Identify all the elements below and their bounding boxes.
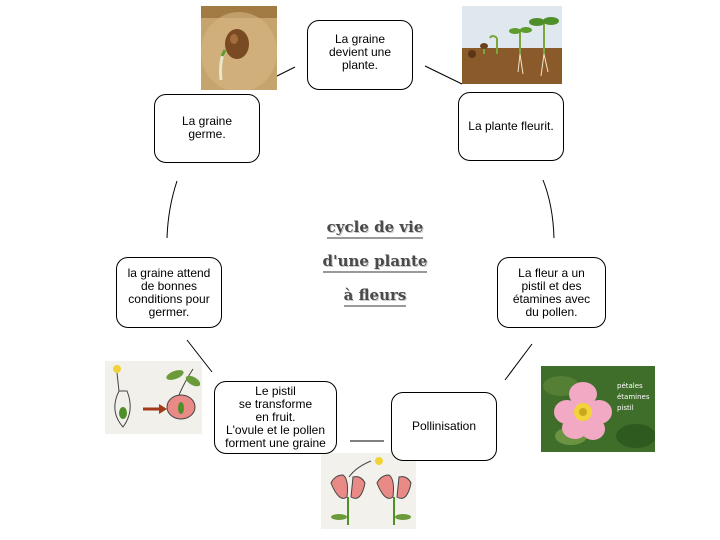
node-seed-waits: la graine attend de bonnes conditions po… — [116, 257, 222, 328]
connector-germ-to-plant — [277, 67, 295, 76]
label-pistil: pistil — [617, 404, 634, 412]
node-pistil-fruit: Le pistil se transforme en fruit. L'ovul… — [214, 381, 337, 454]
node-flower-parts: La fleur a un pistil et des étamines ave… — [497, 257, 606, 328]
node-seed-germinates-text: La graine germe. — [182, 115, 232, 141]
node-seed-becomes-plant: La graine devient une plante. — [307, 20, 413, 90]
connector-flower-to-pollination — [505, 344, 532, 380]
node-pistil-fruit-text: Le pistil se transforme en fruit. L'ovul… — [225, 385, 326, 450]
seed-drawing-image — [105, 361, 202, 434]
node-plant-flowers: La plante fleurit. — [458, 92, 564, 161]
connector-flowering-to-flower — [543, 180, 554, 238]
node-seed-germinates: La graine germe. — [154, 94, 260, 163]
node-flower-parts-text: La fleur a un pistil et des étamines ave… — [513, 267, 590, 319]
node-seed-becomes-plant-text: La graine devient une plante. — [329, 33, 391, 72]
label-petales: pétales — [617, 382, 643, 390]
connector-plant-to-flowering — [425, 66, 462, 84]
flower-drawing-image — [321, 453, 416, 529]
rose-photo-image: pétales étamines pistil — [541, 366, 655, 452]
title-line-2: d'une plante — [323, 252, 428, 273]
label-etamines: étamines — [617, 393, 650, 401]
title-line-3: à fleurs — [344, 286, 407, 307]
germinating-seed-image — [201, 6, 277, 90]
node-plant-flowers-text: La plante fleurit. — [468, 120, 553, 133]
connector-wait-to-germ — [167, 181, 177, 238]
cycle-title: cycle de vie d'une plante à fleurs — [315, 218, 435, 320]
growing-seedlings-image — [462, 6, 562, 84]
title-line-1: cycle de vie — [327, 218, 424, 239]
node-pollination-text: Pollinisation — [412, 420, 476, 433]
node-seed-waits-text: la graine attend de bonnes conditions po… — [128, 267, 211, 319]
node-pollination: Pollinisation — [391, 392, 497, 461]
